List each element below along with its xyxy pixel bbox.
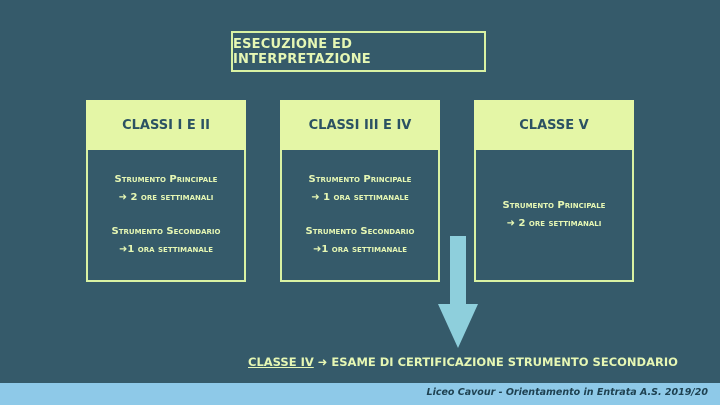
column-classi-i-ii: CLASSI I E II Strumento Principale ➜ 2 o… <box>86 100 246 282</box>
column-header: CLASSI I E II <box>86 100 246 150</box>
instrument-label: Strumento Principale <box>502 200 606 211</box>
column-body: Strumento Principale ➜ 2 ore settimanali… <box>86 150 246 282</box>
instrument-hours: ➜1 ora settimanale <box>118 244 214 255</box>
instrument-hours: ➜ 1 ora settimanale <box>311 192 409 203</box>
slide-title-text: ESECUZIONE ED INTERPRETAZIONE <box>233 36 371 67</box>
instrument-label: Strumento Secondario <box>305 226 415 237</box>
column-header: CLASSI III E IV <box>280 100 440 150</box>
note-text: ➜ ESAME DI CERTIFICAZIONE STRUMENTO SECO… <box>313 355 678 369</box>
column-header-text: CLASSI III E IV <box>308 117 412 133</box>
column-body: Strumento Principale ➜ 2 ore settimanali <box>474 150 634 282</box>
instrument-label: Strumento Principale <box>114 174 218 185</box>
column-header-text: CLASSE V <box>519 117 589 133</box>
instrument-group: Strumento Principale ➜ 2 ore settimanali <box>115 171 218 207</box>
column-header: CLASSE V <box>474 100 634 150</box>
down-arrow-icon <box>438 236 478 348</box>
instrument-label: Strumento Secondario <box>111 226 221 237</box>
instrument-hours: ➜ 2 ore settimanali <box>118 192 214 203</box>
instrument-hours: ➜ 2 ore settimanali <box>506 218 602 229</box>
column-classe-v: CLASSE V Strumento Principale ➜ 2 ore se… <box>474 100 634 282</box>
note-class-label: CLASSE IV <box>248 355 314 369</box>
instrument-group: Strumento Principale ➜ 1 ora settimanale <box>309 171 412 207</box>
certification-note: CLASSE IV ➜ ESAME DI CERTIFICAZIONE STRU… <box>248 355 678 369</box>
slide-title: ESECUZIONE ED INTERPRETAZIONE <box>231 31 486 72</box>
column-header-text: CLASSI I E II <box>122 117 210 133</box>
instrument-group: Strumento Secondario ➜1 ora settimanale <box>306 223 415 259</box>
instrument-hours: ➜1 ora settimanale <box>312 244 408 255</box>
instrument-label: Strumento Principale <box>308 174 412 185</box>
column-body: Strumento Principale ➜ 1 ora settimanale… <box>280 150 440 282</box>
column-classi-iii-iv: CLASSI III E IV Strumento Principale ➜ 1… <box>280 100 440 282</box>
instrument-group: Strumento Principale ➜ 2 ore settimanali <box>503 197 606 233</box>
footer-text: Liceo Cavour - Orientamento in Entrata A… <box>426 387 708 398</box>
instrument-group: Strumento Secondario ➜1 ora settimanale <box>112 223 221 259</box>
footer-band: Liceo Cavour - Orientamento in Entrata A… <box>0 383 720 405</box>
